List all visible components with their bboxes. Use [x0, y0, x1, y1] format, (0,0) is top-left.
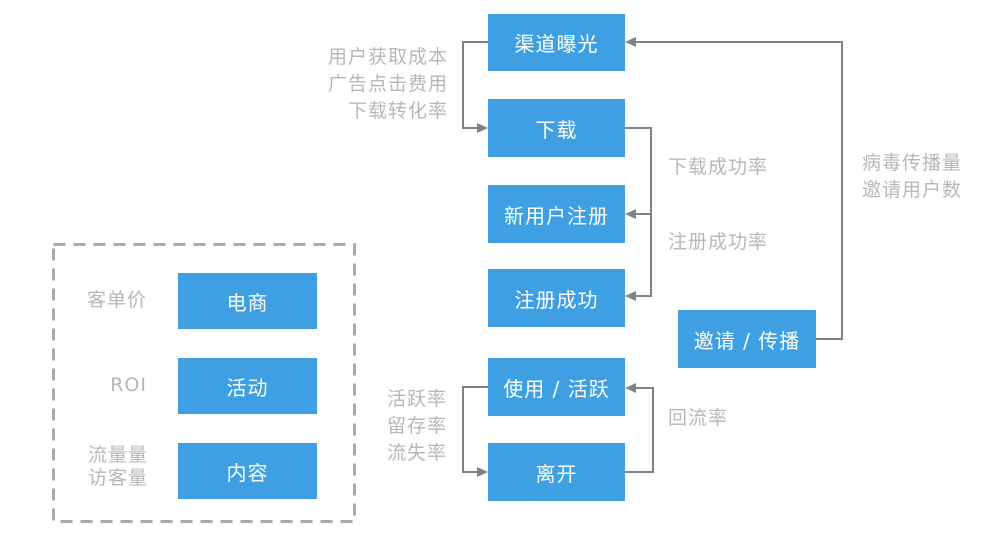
node-register-success: 注册成功	[488, 269, 625, 327]
label-acquisition-metrics: 用户获取成本 广告点击费用 下载转化率	[327, 46, 448, 122]
arrowhead-into-register-success	[625, 291, 636, 301]
node-download: 下载	[488, 99, 625, 157]
node-use-active: 使用 / 活跃	[488, 358, 625, 416]
node-invite-spread: 邀请 / 传播	[678, 310, 816, 368]
label-return-rate: 回流率	[668, 407, 729, 429]
arrowhead-into-new-user-register	[625, 209, 636, 219]
arrowhead-into-active	[625, 383, 636, 393]
node-campaign: 活动	[178, 358, 317, 414]
label-register-success-rate: 注册成功率	[668, 231, 769, 253]
connector-channel-to-download	[462, 41, 488, 129]
arrowhead-into-download	[477, 123, 488, 133]
label-viral-metrics: 病毒传播量 邀请用户数	[862, 152, 963, 201]
label-download-success-rate: 下载成功率	[668, 156, 769, 178]
label-roi: ROI	[110, 374, 147, 396]
node-channel-exposure: 渠道曝光	[488, 14, 625, 71]
arrowhead-into-channel	[625, 37, 636, 47]
arrowhead-into-leave	[477, 467, 488, 477]
node-new-user-register: 新用户注册	[488, 185, 625, 243]
node-leave: 离开	[488, 443, 625, 501]
node-content: 内容	[178, 443, 317, 499]
label-engagement-metrics: 活跃率 留存率 流失率	[386, 388, 447, 464]
connector-download-to-register-success	[625, 127, 652, 297]
connector-invite-to-channel	[636, 41, 843, 340]
node-ecommerce: 电商	[178, 273, 317, 329]
business-panel-dashed-border	[52, 243, 356, 523]
connector-active-to-leave	[462, 386, 488, 473]
connector-leave-to-active	[625, 387, 654, 473]
label-order-value: 客单价	[86, 289, 147, 311]
label-traffic-metrics: 流量量 访客量	[87, 444, 148, 489]
